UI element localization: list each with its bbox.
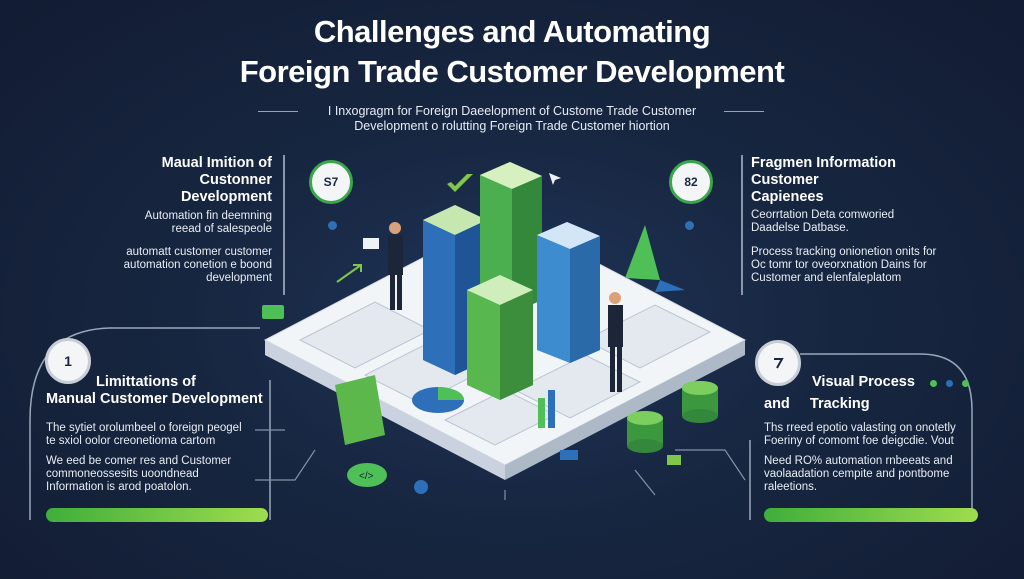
- bottom-right-green-bar: [764, 508, 978, 522]
- main-title-line2: Foreign Trade Customer Development: [239, 54, 785, 89]
- top-left-text1-l1: Automation fin deemning: [144, 210, 272, 222]
- bottom-right-text1: Ths rreed epotio valasting on onotetly F…: [764, 422, 994, 448]
- top-right-heading-l1: Fragmen Information: [751, 155, 897, 171]
- bottom-left-text2-l2: commoneossesits uoondnead: [46, 468, 199, 480]
- bottom-right-heading-l1: Visual Process: [812, 374, 915, 390]
- bottom-left-badge: 1: [45, 338, 91, 384]
- bottom-left-text2: We eed be comer res and Customer commone…: [46, 455, 276, 494]
- bottom-right-heading-l2: and Tracking: [764, 396, 870, 412]
- top-left-heading-l2: Custonner: [199, 172, 273, 188]
- cursor-icon: [549, 173, 561, 185]
- mini-card-icon: [262, 305, 284, 319]
- top-left-badge: S7: [309, 160, 353, 204]
- top-right-heading-l2: Customer: [751, 172, 819, 188]
- bottom-left-text1: The sytiet orolumbeel o foreign peogel t…: [46, 422, 276, 448]
- top-right-text1: Ceorrtation Deta comworied Daadelse Datb…: [751, 209, 971, 235]
- top-right-heading-l3: Capienees: [751, 189, 824, 205]
- bottom-right-text1-l1: Ths rreed epotio valasting on onotetly: [764, 422, 956, 434]
- green-folder-icon: [335, 375, 385, 445]
- top-left-text2-l3: development: [206, 272, 272, 284]
- subtitle-rule-left: [258, 111, 298, 112]
- subtitle-line2: Development o rolutting Foreign Trade Cu…: [354, 119, 670, 133]
- main-title-line1: Challenges and Automating: [313, 14, 711, 49]
- mini-bar-2: [548, 390, 555, 428]
- subtitle-line1: I Inxogragm for Foreign Daeelopment of C…: [327, 104, 697, 118]
- top-right-text2-l3: Customer and elenfaleplatom: [751, 272, 902, 284]
- top-left-text1: Automation fin deemning reead of salespe…: [100, 210, 272, 236]
- circuit-lines: [255, 429, 746, 500]
- arrow-icon: [774, 358, 784, 369]
- bottom-left-text1-l2: te sxiol oolor creonetioma cartom: [46, 435, 216, 447]
- subtitle-rule-right: [724, 111, 764, 112]
- top-left-text1-l2: reead of salespeole: [171, 223, 272, 235]
- check-icon: [447, 174, 473, 192]
- top-right-text1-l2: Daadelse Datbase.: [751, 222, 849, 234]
- isometric-illustration: </>: [255, 162, 747, 500]
- platform-edge-right: [505, 340, 745, 480]
- bottom-right-frame: [749, 353, 973, 520]
- bottom-left-text2-l3: Information is arod poatolon.: [46, 481, 192, 493]
- top-left-heading: Maual Imition of Custonner Development: [110, 155, 272, 206]
- bar-tower-2: [480, 162, 542, 313]
- top-left-dot: [328, 221, 337, 230]
- top-right-text2-l2: Oc tomr tor oveorxnation Dains for: [751, 259, 927, 271]
- bottom-left-heading-l1: Limittations of: [96, 374, 196, 390]
- database-stack-1: [682, 381, 718, 423]
- green-arrow-shape: [625, 225, 660, 280]
- pie-slice: [438, 387, 464, 400]
- top-right-badge: 82: [669, 160, 713, 204]
- growth-arrow-icon: [336, 264, 362, 283]
- top-left-heading-l1: Maual Imition of: [161, 155, 272, 171]
- bottom-right-badge: [755, 340, 801, 386]
- bottom-left-green-bar: [46, 508, 268, 522]
- person-left: [363, 222, 403, 310]
- top-right-text1-l1: Ceorrtation Deta comworied: [751, 209, 895, 221]
- code-badge-glyph: </>: [359, 471, 374, 482]
- bottom-left-heading-l2: Manual Customer Development: [46, 391, 263, 407]
- top-left-text2-l1: automatt customer customer: [126, 246, 272, 258]
- bottom-left-text2-l1: We eed be comer res and Customer: [46, 455, 232, 467]
- top-right-dot: [685, 221, 694, 230]
- blue-arrow-shape: [655, 280, 685, 292]
- database-stack-2: [627, 411, 663, 453]
- bar-tower-3: [537, 222, 600, 363]
- bottom-right-text1-l2: Foeriny of comomt foe deigcdie. Vout: [764, 435, 954, 447]
- bottom-right-text2: Need RO% automation rnbeeats and vaolaad…: [764, 455, 994, 494]
- mini-bar-1: [538, 398, 545, 428]
- top-right-divider: [741, 155, 743, 295]
- bottom-right-text2-l3: raleetions.: [764, 481, 818, 493]
- bottom-right-text2-l2: vaolaadation cempite and pontbome: [764, 468, 950, 480]
- top-left-divider: [283, 155, 285, 295]
- bottom-right-text2-l1: Need RO% automation rnbeeats and: [764, 455, 953, 467]
- top-left-text2-l2: automation conetion e boond: [123, 259, 272, 271]
- bar-tower-4: [467, 275, 533, 400]
- top-right-heading: Fragmen Information Customer Capienees: [751, 155, 951, 206]
- top-right-text2-l1: Process tracking onionetion onits for: [751, 246, 937, 258]
- small-chip-icon: [560, 450, 578, 460]
- platform-edge-left: [265, 340, 505, 480]
- circuit-node: [414, 480, 428, 494]
- top-left-text2: automatt customer customer automation co…: [90, 246, 272, 285]
- platform-panels: [298, 301, 712, 446]
- top-right-text2: Process tracking onionetion onits for Oc…: [751, 246, 981, 285]
- deco-dot-2: [946, 380, 953, 387]
- bottom-left-text1-l1: The sytiet orolumbeel o foreign peogel: [46, 422, 242, 434]
- top-left-heading-l3: Development: [180, 189, 272, 205]
- deco-dot-1: [930, 380, 937, 387]
- small-tile-icon: [667, 455, 681, 465]
- deco-dot-3: [962, 380, 969, 387]
- code-badge-icon: [347, 463, 387, 487]
- person-right: [608, 292, 623, 392]
